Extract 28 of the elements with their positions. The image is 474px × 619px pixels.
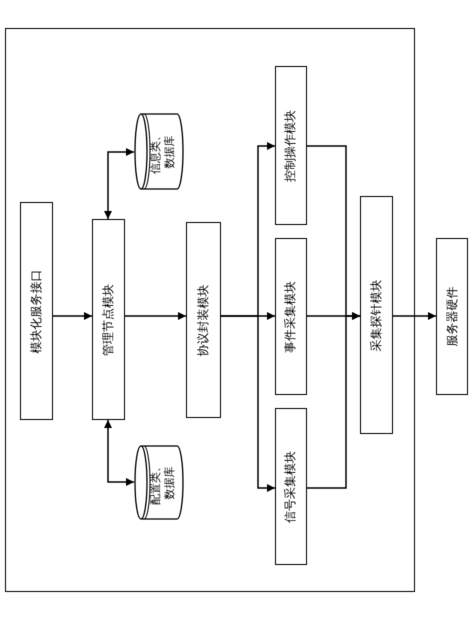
- arrow: [307, 312, 360, 489]
- arrow: [104, 148, 134, 219]
- arrow: [221, 315, 275, 492]
- module-box: [186, 222, 220, 418]
- module-label: 协议封装模块: [196, 284, 210, 356]
- module-box: [92, 220, 124, 420]
- module-box: [274, 66, 306, 226]
- module-label: 控制操作模块: [283, 110, 298, 182]
- arrow: [53, 312, 92, 320]
- arrow: [393, 312, 436, 320]
- arrow: [104, 420, 134, 486]
- system-frame: [5, 28, 415, 592]
- module-label: 信息类、数据库: [149, 129, 176, 176]
- database-cylinder: [134, 114, 184, 190]
- module-box: [20, 202, 52, 420]
- module-box: [274, 238, 306, 396]
- module-label: 事件采集模块: [283, 281, 298, 353]
- module-label: 模块化服务接口: [28, 270, 44, 354]
- database-cylinder: [134, 446, 184, 520]
- arrow: [125, 312, 186, 320]
- module-label: 采集探针模块: [368, 280, 384, 352]
- module-box: [436, 238, 468, 395]
- module-label: 信号采集模块: [283, 451, 298, 523]
- module-box: [360, 196, 392, 434]
- module-label: 服务器硬件: [444, 286, 460, 346]
- module-box: [274, 408, 306, 566]
- module-label: 配置类、数据库: [149, 460, 176, 506]
- module-label: 管理节点模块: [100, 284, 116, 356]
